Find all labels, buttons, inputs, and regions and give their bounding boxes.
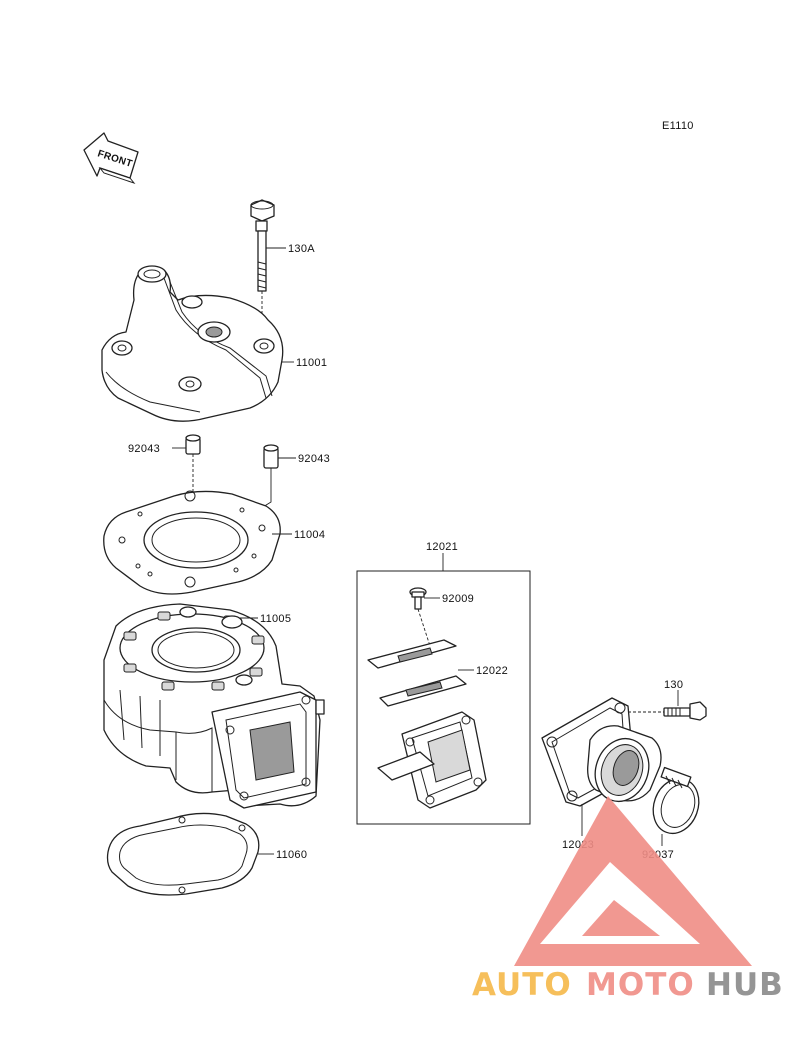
watermark-word-moto: MOTO — [586, 967, 695, 1003]
label-92043-left: 92043 — [128, 443, 160, 455]
reed-plate-upper — [367, 639, 457, 669]
reed-valve-assy-box — [356, 570, 531, 825]
reed-block — [377, 711, 487, 809]
dowel-pin-right — [263, 444, 279, 469]
watermark-word-hub: HUB — [706, 967, 784, 1003]
dowel-pin-left — [185, 434, 201, 455]
front-arrow-icon: FRONT — [83, 132, 139, 185]
reed-plate-lower — [379, 675, 467, 707]
label-11001: 11001 — [296, 357, 327, 369]
cylinder — [103, 603, 325, 809]
cylinder-head — [101, 265, 284, 422]
watermark-logo: AUTO MOTO HUB — [472, 796, 784, 1003]
label-12022: 12022 — [476, 665, 508, 677]
head-gasket — [103, 490, 281, 595]
label-130a: 130A — [288, 243, 315, 255]
base-gasket — [106, 812, 260, 896]
label-92009: 92009 — [442, 593, 474, 605]
label-130: 130 — [664, 679, 683, 691]
reed-screw — [409, 587, 427, 610]
intake-pipe — [541, 697, 662, 807]
watermark-word-auto: AUTO — [472, 967, 572, 1003]
label-12021: 12021 — [426, 541, 458, 553]
label-11004: 11004 — [294, 529, 325, 541]
hose-clamp — [652, 766, 700, 835]
bolt-130a — [250, 199, 275, 292]
label-92043-right: 92043 — [298, 453, 330, 465]
bolt-130 — [663, 701, 707, 721]
label-11060: 11060 — [276, 849, 307, 861]
label-11005: 11005 — [260, 613, 291, 625]
diagram-code: E1110 — [662, 120, 694, 132]
